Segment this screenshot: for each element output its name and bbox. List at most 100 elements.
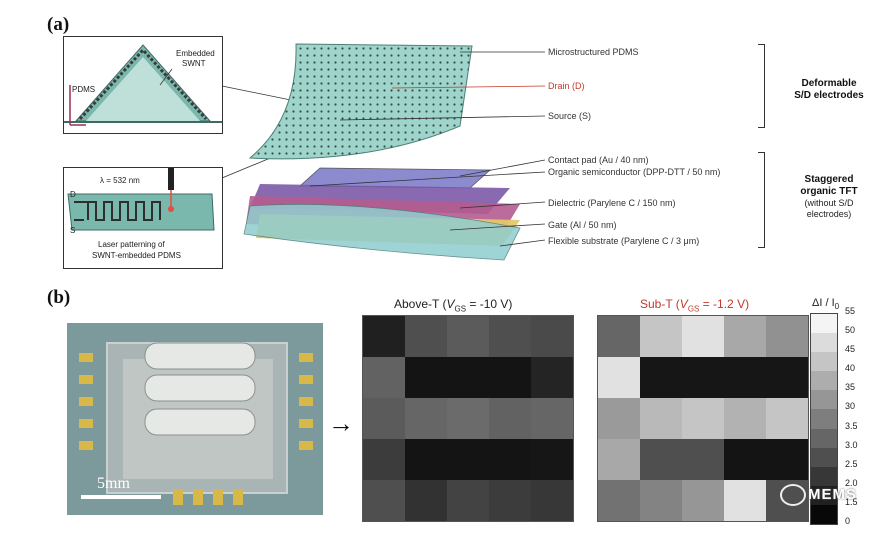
heatmap2-cell: [598, 480, 640, 521]
heatmap2-cell: [724, 480, 766, 521]
panel-b-label: (b): [47, 287, 71, 308]
heatmap1-title-sub: GS: [454, 304, 467, 314]
colorbar-segment: [811, 466, 837, 486]
colorbar: [810, 313, 838, 525]
heatmap1-cell: [531, 357, 573, 398]
colorbar-segment: [811, 409, 837, 429]
heatmap2-cell: [640, 439, 682, 480]
layer-label-source: Source (S): [548, 111, 592, 121]
group-staggered-line2: organic TFT: [800, 186, 858, 197]
bracket-deformable: [758, 44, 765, 128]
colorbar-segment: [811, 428, 837, 448]
heatmap2-cell: [766, 357, 808, 398]
heatmap2-cell: [682, 316, 724, 357]
heatmap1-cell: [489, 316, 531, 357]
heatmap1-cell: [447, 480, 489, 521]
colorbar-tick-label: 35: [845, 382, 856, 393]
heatmap1-cell: [363, 316, 405, 357]
heatmap2-cell: [724, 398, 766, 439]
watermark-label: MEMS: [808, 486, 857, 503]
heatmap2-cell: [682, 398, 724, 439]
colorbar-tick-label: 40: [845, 363, 856, 374]
arrow-icon: →: [328, 408, 354, 438]
heatmap1-cell: [363, 398, 405, 439]
heatmap2-cell: [724, 316, 766, 357]
group-deformable-line2: S/D electrodes: [794, 90, 864, 101]
colorbar-segment: [811, 352, 837, 372]
group-staggered: Staggered organic TFT (without S/D elect…: [770, 174, 888, 220]
colorbar-tick-label: 3.5: [845, 420, 858, 431]
colorbar-title-sub: 0: [834, 302, 840, 312]
heatmap2-cell: [598, 398, 640, 439]
heatmap2-cell: [598, 439, 640, 480]
colorbar-segment: [811, 314, 837, 334]
heatmap-above-threshold: [362, 315, 574, 522]
colorbar-segment: [811, 447, 837, 467]
layer-label-contact-pad: Contact pad (Au / 40 nm): [548, 155, 649, 165]
device-photo: 5mm: [67, 323, 323, 515]
drain-marker: D: [70, 190, 76, 199]
heatmap-sub-threshold: [597, 315, 809, 522]
group-staggered-line1: Staggered: [804, 174, 854, 185]
heatmap1-cell: [531, 480, 573, 521]
heatmap1-title-suffix: = -10 V): [466, 297, 513, 311]
heatmap1-title-prefix: Above-T (: [394, 297, 447, 311]
heatmap2-cell: [598, 357, 640, 398]
scale-bar-label: 5mm: [97, 475, 130, 492]
heatmap1-cell: [447, 398, 489, 439]
panel-a-label: (a): [47, 14, 70, 35]
inset-caption-line1: Laser patterning of: [98, 240, 165, 249]
heatmap2-cell: [598, 316, 640, 357]
colorbar-tick-label: 2.5: [845, 458, 858, 469]
colorbar-tick-label: 50: [845, 325, 856, 336]
colorbar-segment: [811, 485, 837, 505]
heatmap1-cell: [489, 398, 531, 439]
heatmap1-cell: [405, 316, 447, 357]
inset-caption-line2: SWNT-embedded PDMS: [92, 251, 181, 260]
group-staggered-line4: electrodes): [806, 209, 852, 219]
heatmap2-title-var: V: [679, 297, 688, 311]
heatmap1-cell: [489, 480, 531, 521]
heatmap2-title-sub: GS: [687, 304, 700, 314]
colorbar-tick-label: 55: [845, 306, 856, 316]
heatmap1-cell: [405, 357, 447, 398]
inset-cross-section: Embedded SWNT PDMS: [63, 36, 223, 134]
heatmap1-cell: [531, 439, 573, 480]
layer-label-drain: Drain (D): [548, 81, 585, 91]
embedded-label: Embedded: [176, 49, 215, 58]
heatmap2-cell: [766, 439, 808, 480]
layer-label-semiconductor: Organic semiconductor (DPP-DTT / 50 nm): [548, 167, 721, 177]
heatmap2-cell: [766, 398, 808, 439]
colorbar-title-main: ΔI / I: [812, 297, 835, 309]
colorbar-segment: [811, 390, 837, 410]
cross-section-illustration: [64, 44, 222, 126]
layer-label-dielectric: Dielectric (Parylene C / 150 nm): [548, 198, 676, 208]
layer-label-gate: Gate (Al / 50 nm): [548, 220, 617, 230]
layer-label-flexible-substrate: Flexible substrate (Parylene C / 3 μm): [548, 236, 700, 246]
heatmap2-cell: [724, 357, 766, 398]
layer-stack-illustration: [221, 43, 546, 261]
heatmap1-title: Above-T (VGS = -10 V): [394, 297, 512, 313]
heatmap2-cell: [682, 357, 724, 398]
colorbar-tick-label: 1.5: [845, 496, 858, 507]
heatmap1-cell: [489, 357, 531, 398]
heatmap2-cell: [724, 439, 766, 480]
inset-laser-patterning: λ = 532 nm D S Laser patterning of SWNT-…: [63, 167, 223, 269]
heatmap1-cell: [405, 439, 447, 480]
pdms-label: PDMS: [72, 85, 96, 94]
heatmap1-cell: [363, 480, 405, 521]
heatmap2-title-suffix: = -1.2 V): [699, 297, 750, 311]
heatmap2-cell: [682, 439, 724, 480]
colorbar-title: ΔI / I0: [812, 297, 839, 311]
colorbar-tick-label: 30: [845, 401, 856, 412]
layer-label-microstructured-pdms: Microstructured PDMS: [548, 47, 639, 57]
heatmap2-title-prefix: Sub-T (: [640, 297, 680, 311]
wechat-icon: [780, 484, 806, 506]
heatmap2-cell: [682, 480, 724, 521]
heatmap1-cell: [363, 439, 405, 480]
heatmap1-title-var: V: [446, 297, 455, 311]
colorbar-tick-label: 0: [845, 516, 851, 526]
device-photo-illustration: [67, 323, 323, 515]
heatmap1-cell: [531, 316, 573, 357]
